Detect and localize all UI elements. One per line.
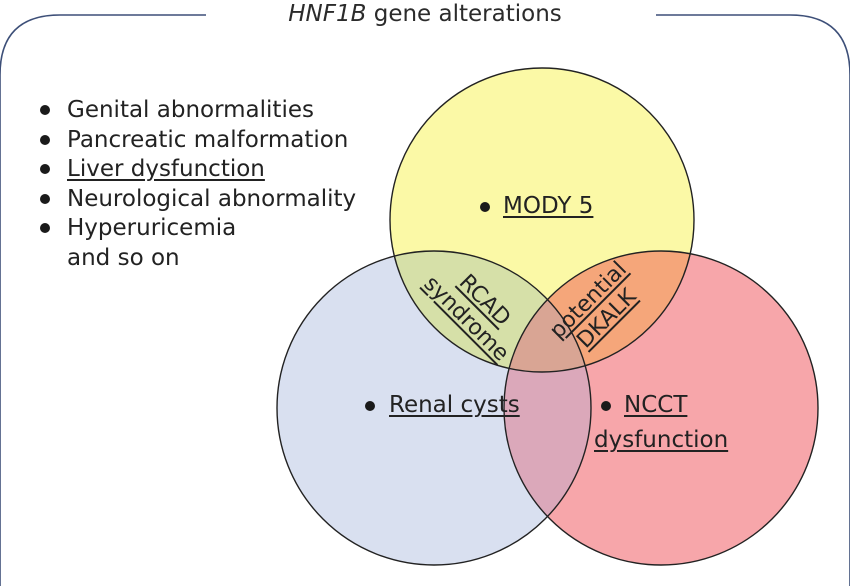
label-mody5: MODY 5 (503, 193, 594, 219)
feature-item: Neurological abnormality (40, 185, 356, 215)
label-renal-cysts: Renal cysts (389, 392, 520, 418)
venn-outline-left (276, 250, 592, 566)
feature-list: Genital abnormalities Pancreatic malform… (40, 96, 356, 273)
venn-overlap-top-right (504, 251, 694, 372)
bullet-icon (40, 193, 50, 204)
bullet-icon (40, 134, 50, 145)
feature-item: Hyperuricemia (40, 214, 356, 244)
feature-item: Pancreatic malformation (40, 126, 356, 156)
bullet-icon (601, 401, 611, 411)
venn-overlap-top-left (390, 251, 591, 372)
bullet-icon (480, 202, 490, 212)
label-ncct-line1: NCCT (624, 392, 688, 418)
diagram-title: HNF1B gene alterations (0, 0, 850, 29)
bullet-icon (40, 105, 50, 115)
bullet-icon (40, 164, 50, 174)
venn-outline-top (389, 67, 695, 373)
venn-outline-right (503, 250, 819, 566)
feature-item: Genital abnormalities (40, 96, 356, 126)
feature-extra: and so on (67, 244, 180, 271)
bullet-icon (40, 223, 50, 233)
title-gene: HNF1B (288, 1, 367, 27)
bullet-icon (365, 401, 375, 411)
label-ncct-line2: dysfunction (594, 427, 729, 453)
title-rest: gene alterations (366, 1, 562, 27)
feature-item: Liver dysfunction (40, 155, 356, 185)
